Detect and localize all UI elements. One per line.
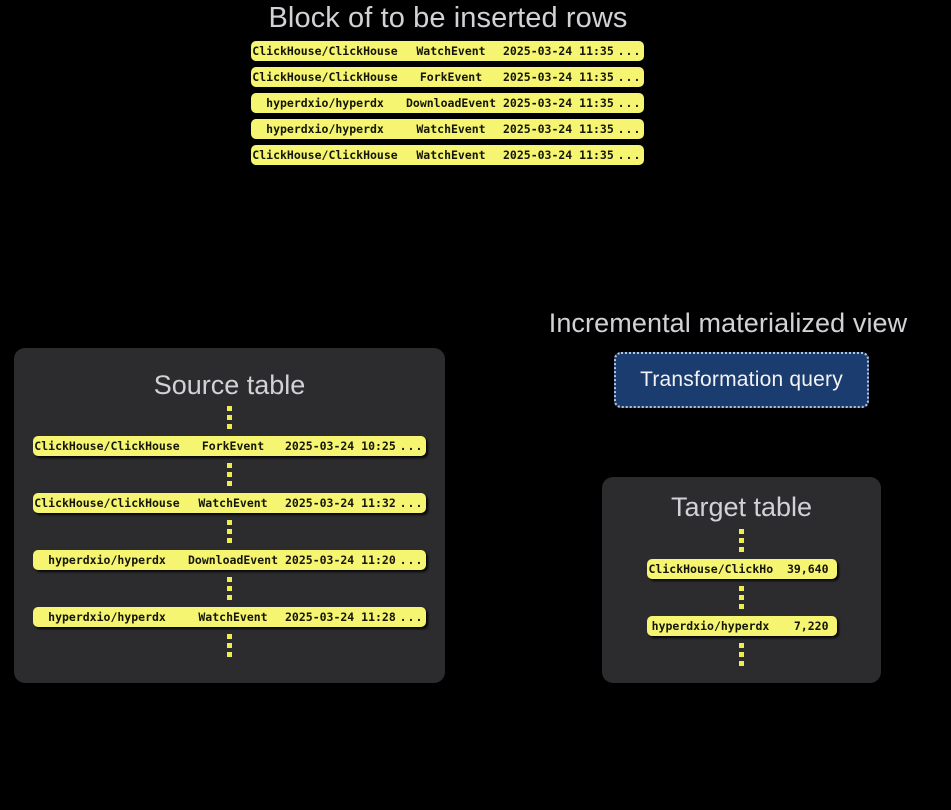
row-repository: hyperdxio/hyperdx — [48, 553, 166, 567]
row-timestamp: 2025-03-24 11:35:52 — [503, 122, 615, 136]
incremental-materialized-view-title: Incremental materialized view — [548, 308, 908, 338]
table-row[interactable]: ClickHouse/ClickHouse 39,640 — [646, 559, 837, 579]
table-row[interactable]: ClickHouse/ClickHouse ForkEvent 2025-03-… — [33, 436, 426, 456]
row-event-type: ForkEvent — [419, 70, 483, 84]
table-row[interactable]: ClickHouse/ClickHouse WatchEvent 2025-03… — [251, 41, 644, 61]
row-event-type: WatchEvent — [416, 122, 486, 136]
row-timestamp: 2025-03-24 11:35:44 — [503, 70, 615, 84]
row-more-ellipsis: ... — [617, 70, 642, 84]
row-repository: ClickHouse/ClickHouse — [252, 44, 398, 58]
row-more-ellipsis: ... — [617, 96, 642, 110]
table-row[interactable]: hyperdxio/hyperdx WatchEvent 2025-03-24 … — [33, 607, 426, 627]
source-table-panel: Source table ClickHouse/ClickHouse ForkE… — [14, 348, 445, 683]
row-count: 7,220 — [793, 619, 829, 633]
row-more-ellipsis: ... — [399, 553, 424, 567]
target-table-rows: ClickHouse/ClickHouse 39,640 hyperdxio/h… — [602, 529, 881, 666]
source-table-rows: ClickHouse/ClickHouse ForkEvent 2025-03-… — [14, 406, 445, 657]
row-repository: hyperdxio/hyperdx — [651, 619, 770, 633]
ellipsis-dots-icon — [227, 520, 232, 543]
table-row[interactable]: ClickHouse/ClickHouse WatchEvent 2025-03… — [33, 493, 426, 513]
ellipsis-dots-icon — [227, 406, 232, 429]
row-repository: hyperdxio/hyperdx — [48, 610, 166, 624]
row-timestamp: 2025-03-24 11:35:40 — [503, 44, 615, 58]
row-timestamp: 2025-03-24 11:32:54 — [285, 496, 397, 510]
row-repository: ClickHouse/ClickHouse — [252, 148, 398, 162]
row-timestamp: 2025-03-24 10:25:00 — [285, 439, 397, 453]
block-of-rows-list: ClickHouse/ClickHouse WatchEvent 2025-03… — [251, 41, 644, 171]
row-more-ellipsis: ... — [617, 148, 642, 162]
row-timestamp: 2025-03-24 11:28:32 — [285, 610, 397, 624]
table-row[interactable]: ClickHouse/ClickHouse WatchEvent 2025-03… — [251, 145, 644, 165]
row-event-type: WatchEvent — [198, 610, 268, 624]
source-table-title: Source table — [153, 370, 306, 400]
row-repository: ClickHouse/ClickHouse — [34, 496, 180, 510]
ellipsis-dots-icon — [739, 529, 744, 552]
row-timestamp: 2025-03-24 11:35:48 — [503, 96, 615, 110]
table-row[interactable]: hyperdxio/hyperdx DownloadEvent 2025-03-… — [33, 550, 426, 570]
ellipsis-dots-icon — [739, 586, 744, 609]
block-of-rows-title: Block of to be inserted rows — [268, 2, 628, 34]
target-table-panel: Target table ClickHouse/ClickHouse 39,64… — [602, 477, 881, 683]
row-timestamp: 2025-03-24 11:20:12 — [285, 553, 397, 567]
table-row[interactable]: ClickHouse/ClickHouse ForkEvent 2025-03-… — [251, 67, 644, 87]
row-repository: ClickHouse/ClickHouse — [648, 562, 773, 576]
row-repository: hyperdxio/hyperdx — [266, 122, 384, 136]
transformation-query-box[interactable]: Transformation query — [614, 352, 869, 408]
row-event-type: ForkEvent — [201, 439, 265, 453]
table-row[interactable]: hyperdxio/hyperdx 7,220 — [646, 616, 837, 636]
ellipsis-dots-icon — [739, 643, 744, 666]
row-more-ellipsis: ... — [617, 122, 642, 136]
ellipsis-dots-icon — [227, 634, 232, 657]
row-event-type: DownloadEvent — [405, 96, 496, 110]
table-row[interactable]: hyperdxio/hyperdx WatchEvent 2025-03-24 … — [251, 119, 644, 139]
row-count: 39,640 — [786, 562, 829, 576]
row-more-ellipsis: ... — [399, 610, 424, 624]
row-repository: ClickHouse/ClickHouse — [34, 439, 180, 453]
row-event-type: DownloadEvent — [187, 553, 278, 567]
row-event-type: WatchEvent — [198, 496, 268, 510]
row-more-ellipsis: ... — [617, 44, 642, 58]
row-more-ellipsis: ... — [399, 496, 424, 510]
ellipsis-dots-icon — [227, 577, 232, 600]
row-more-ellipsis: ... — [399, 439, 424, 453]
row-timestamp: 2025-03-24 11:35:54 — [503, 148, 615, 162]
table-row[interactable]: hyperdxio/hyperdx DownloadEvent 2025-03-… — [251, 93, 644, 113]
ellipsis-dots-icon — [227, 463, 232, 486]
row-repository: ClickHouse/ClickHouse — [252, 70, 398, 84]
row-repository: hyperdxio/hyperdx — [266, 96, 384, 110]
row-event-type: WatchEvent — [416, 148, 486, 162]
target-table-title: Target table — [670, 492, 813, 522]
row-event-type: WatchEvent — [416, 44, 486, 58]
